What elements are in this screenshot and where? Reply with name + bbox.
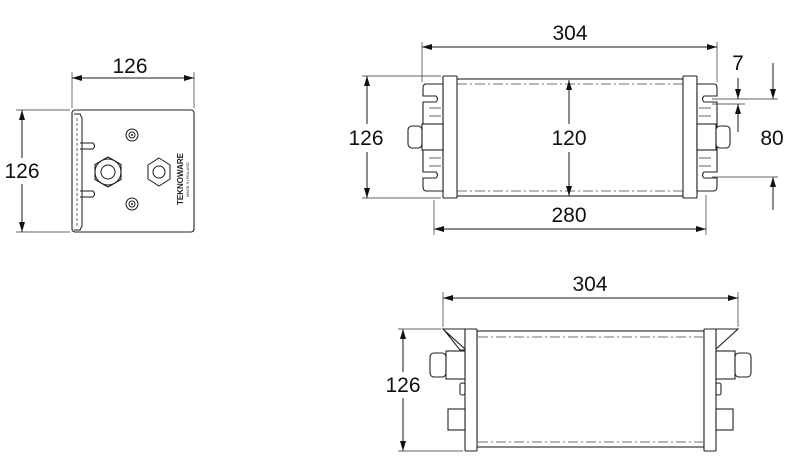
bracket-tab-bottom: [80, 190, 95, 198]
dim-height-label: 126: [4, 160, 39, 183]
dim-304-label: 304: [552, 22, 587, 45]
end-view: TEKNOWARE MADE IN FINLAND 126 126: [4, 55, 195, 233]
flange-left: [441, 328, 466, 351]
cable-gland-left: [407, 123, 444, 151]
brand-logo: TEKNOWARE MADE IN FINLAND: [176, 152, 190, 205]
svg-text:MADE IN FINLAND: MADE IN FINLAND: [185, 162, 190, 197]
svg-text:TEKNOWARE: TEKNOWARE: [176, 152, 185, 205]
housing-body-side: [476, 330, 705, 448]
cable-gland-right-side: [715, 350, 752, 380]
hex-vent-icon: [147, 157, 171, 187]
dim-120-label: 120: [551, 127, 586, 150]
dim-width-label: 126: [112, 55, 147, 78]
dim-126-label: 126: [348, 127, 383, 150]
side-view: 304 126: [385, 273, 752, 452]
end-plate: [71, 109, 195, 233]
cable-gland-icon: [94, 156, 122, 188]
dim-280-label: 280: [551, 204, 586, 227]
cable-gland-left-side: [429, 350, 466, 380]
connector-left: [447, 408, 466, 431]
bracket-tab-top: [80, 142, 95, 150]
dim-126-side-label: 126: [385, 374, 420, 397]
dim-80-label: 80: [760, 127, 783, 150]
cable-gland-right: [696, 123, 731, 151]
connector-right: [715, 408, 734, 431]
mounting-bracket: [74, 113, 83, 231]
dim-7-label: 7: [732, 52, 744, 75]
bolt-icon: [125, 128, 139, 211]
dim-304-side-label: 304: [572, 273, 607, 296]
top-view: 304 126 120 280 7 80: [348, 22, 784, 235]
flange-right: [715, 328, 740, 351]
housing-body: [454, 78, 686, 197]
